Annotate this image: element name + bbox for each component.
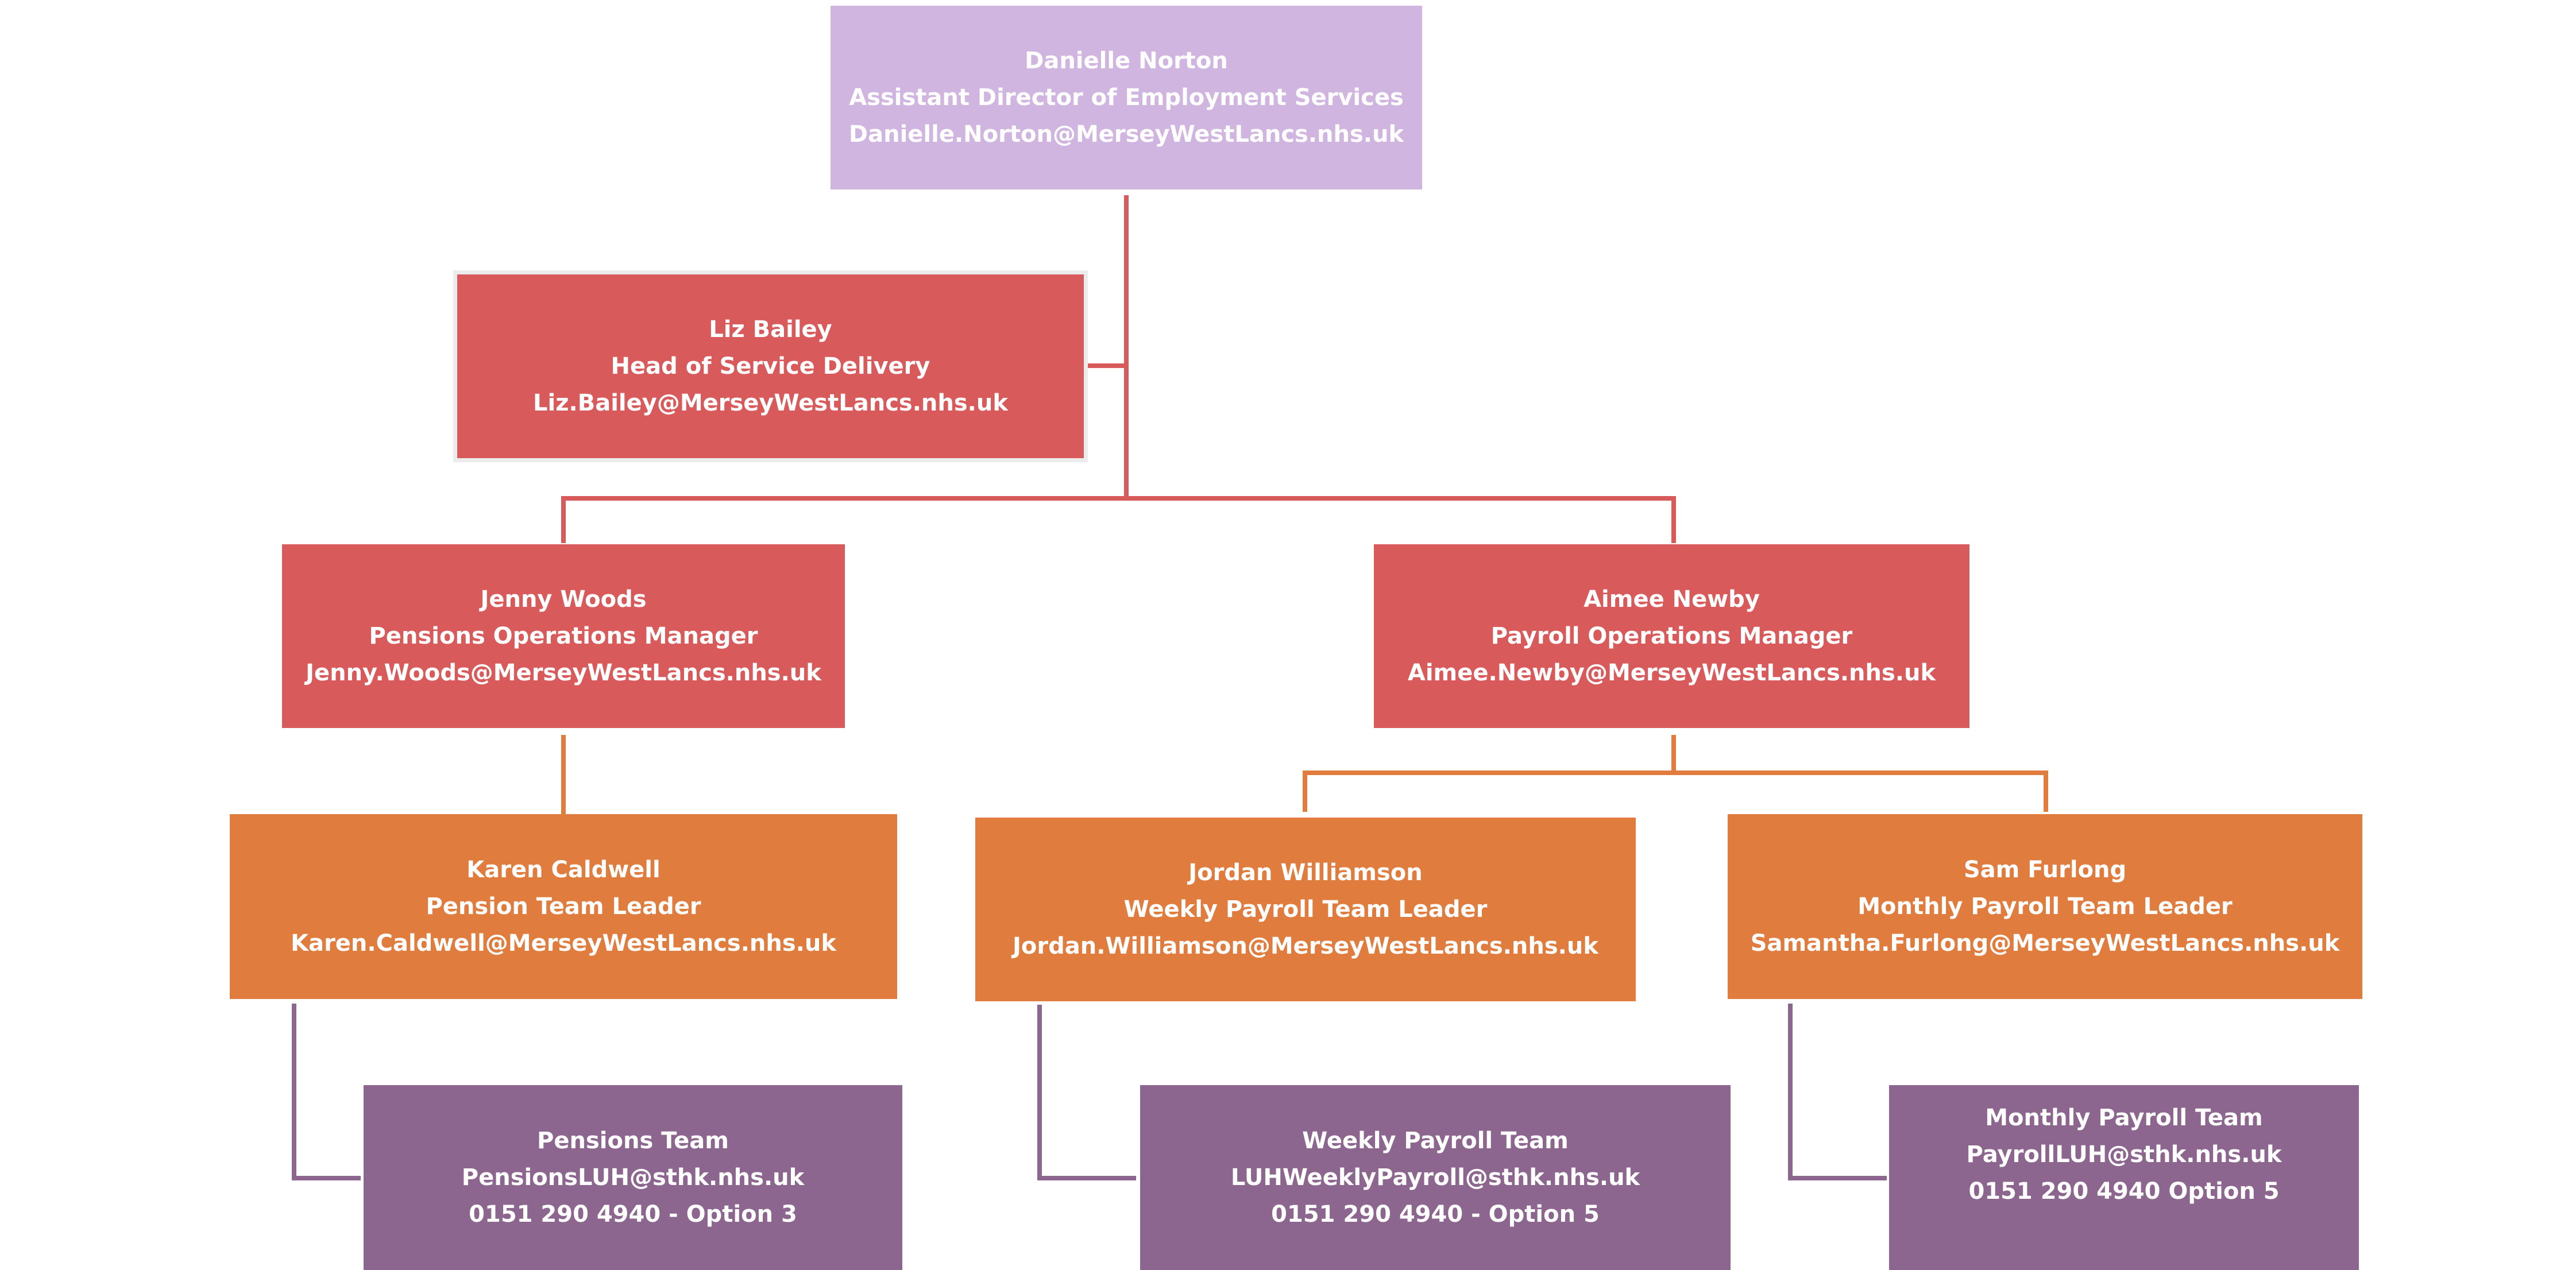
pensions-team-box: Pensions Team PensionsLUH@sthk.nhs.uk 01…: [364, 1085, 902, 1270]
monthly-team-leader-email: Samantha.Furlong@MerseyWestLancs.nhs.uk: [1750, 930, 2340, 957]
pensions-manager-email: Jenny.Woods@MerseyWestLancs.nhs.uk: [306, 660, 821, 686]
head-of-service-title: Head of Service Delivery: [611, 353, 930, 380]
weekly-team-leader-title: Weekly Payroll Team Leader: [1123, 896, 1488, 923]
payroll-manager-box: Aimee Newby Payroll Operations Manager A…: [1374, 544, 1969, 728]
pensions-team-phone: 0151 290 4940 - Option 3: [469, 1201, 797, 1228]
weekly-team-name: Weekly Payroll Team: [1302, 1128, 1569, 1154]
weekly-team-leader-name: Jordan Williamson: [1188, 859, 1423, 886]
pension-team-leader-title: Pension Team Leader: [426, 893, 701, 920]
director-email: Danielle.Norton@MerseyWestLancs.nhs.uk: [848, 121, 1404, 148]
weekly-team-phone: 0151 290 4940 - Option 5: [1271, 1201, 1600, 1228]
pension-team-leader-email: Karen.Caldwell@MerseyWestLancs.nhs.uk: [291, 930, 836, 957]
head-of-service-box: Liz Bailey Head of Service Delivery Liz.…: [453, 270, 1088, 462]
pensions-team-email: PensionsLUH@sthk.nhs.uk: [461, 1164, 805, 1191]
weekly-team-box: Weekly Payroll Team LUHWeeklyPayroll@sth…: [1140, 1085, 1731, 1270]
payroll-manager-name: Aimee Newby: [1584, 586, 1760, 613]
head-of-service-name: Liz Bailey: [709, 316, 832, 343]
monthly-team-email: PayrollLUH@sthk.nhs.uk: [1966, 1141, 2282, 1168]
pensions-team-name: Pensions Team: [537, 1128, 729, 1154]
monthly-team-box: Monthly Payroll Team PayrollLUH@sthk.nhs…: [1889, 1085, 2359, 1270]
monthly-team-leader-box: Sam Furlong Monthly Payroll Team Leader …: [1728, 814, 2362, 999]
head-of-service-email: Liz.Bailey@MerseyWestLancs.nhs.uk: [533, 390, 1008, 416]
director-title: Assistant Director of Employment Service…: [849, 84, 1404, 111]
monthly-team-leader-name: Sam Furlong: [1963, 857, 2127, 883]
pensions-manager-box: Jenny Woods Pensions Operations Manager …: [282, 544, 845, 728]
payroll-manager-title: Payroll Operations Manager: [1490, 623, 1853, 649]
director-name: Danielle Norton: [1025, 48, 1228, 74]
pensions-manager-title: Pensions Operations Manager: [369, 623, 758, 649]
connector-team-leaders-to-teams: [292, 1004, 1887, 1180]
payroll-manager-email: Aimee.Newby@MerseyWestLancs.nhs.uk: [1407, 660, 1936, 686]
monthly-team-phone: 0151 290 4940 Option 5: [1968, 1178, 2280, 1205]
connector-managers-to-team-leaders: [561, 735, 2048, 815]
weekly-team-leader-email: Jordan.Williamson@MerseyWestLancs.nhs.uk: [1013, 933, 1598, 959]
connector-director-to-managers: [561, 195, 1676, 543]
monthly-team-leader-title: Monthly Payroll Team Leader: [1857, 893, 2233, 920]
pension-team-leader-name: Karen Caldwell: [466, 857, 661, 883]
director-box: Danielle Norton Assistant Director of Em…: [831, 6, 1422, 189]
pension-team-leader-box: Karen Caldwell Pension Team Leader Karen…: [230, 814, 897, 999]
monthly-team-name: Monthly Payroll Team: [1985, 1105, 2263, 1131]
weekly-team-leader-box: Jordan Williamson Weekly Payroll Team Le…: [975, 818, 1636, 1001]
weekly-team-email: LUHWeeklyPayroll@sthk.nhs.uk: [1230, 1164, 1640, 1191]
pensions-manager-name: Jenny Woods: [480, 586, 647, 613]
